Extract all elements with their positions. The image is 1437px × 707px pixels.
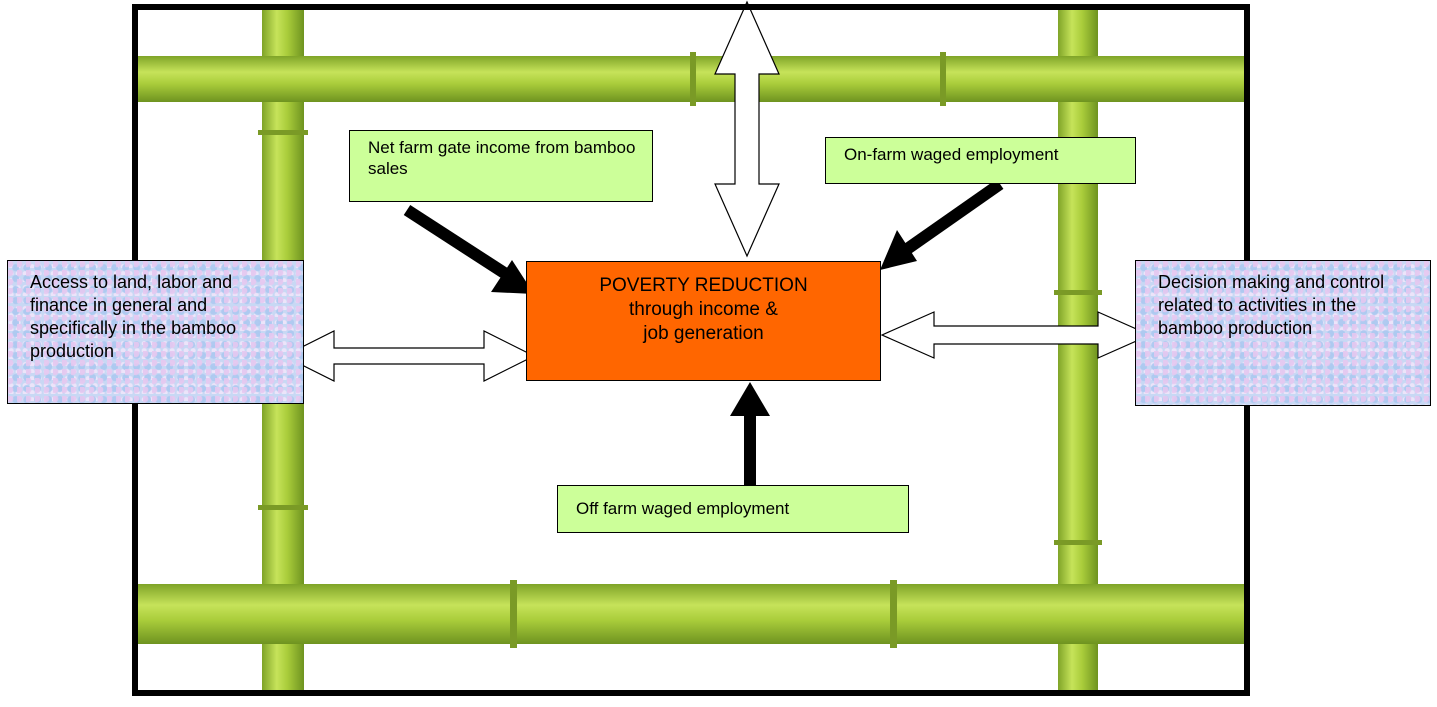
bamboo-node (890, 580, 897, 648)
bamboo-node (940, 52, 946, 106)
bamboo-node (1054, 290, 1102, 295)
box-off-farm-employment: Off farm waged employment (557, 485, 909, 533)
double-arrow-vertical (714, 0, 780, 258)
bamboo-node (1054, 540, 1102, 545)
bamboo-node (690, 52, 696, 106)
central-title: POVERTY REDUCTION (599, 275, 808, 296)
central-subtitle-1: through income & (629, 299, 778, 320)
bamboo-node (258, 505, 308, 510)
box-net-farm-income-text: Net farm gate income from bamboo sales (368, 138, 636, 178)
bamboo-node (258, 130, 308, 135)
box-decision-text: Decision making and control related to a… (1158, 272, 1385, 338)
arrow-head (491, 260, 534, 294)
arrow-on-farm-to-center (880, 179, 1004, 270)
bamboo-nodes (258, 52, 1102, 648)
bamboo-stalk-bottom (138, 584, 1244, 644)
bamboo-background (138, 10, 1244, 690)
bamboo-node (510, 580, 517, 648)
box-on-farm-employment: On-farm waged employment (825, 137, 1136, 184)
box-decision: Decision making and control related to a… (1135, 260, 1431, 406)
arrow-shaft (403, 204, 516, 284)
double-arrow-left (282, 330, 536, 382)
central-subtitle-2: job generation (643, 323, 764, 344)
double-arrow-right (880, 311, 1152, 359)
arrow-off-farm-to-center (730, 382, 770, 486)
arrow-net-income-to-center (403, 204, 534, 294)
box-net-farm-income: Net farm gate income from bamboo sales (349, 130, 653, 202)
box-access: Access to land, labor and finance in gen… (7, 260, 304, 404)
box-access-text: Access to land, labor and finance in gen… (30, 272, 237, 361)
arrow-shaft (896, 179, 1004, 259)
box-on-farm-employment-text: On-farm waged employment (844, 145, 1059, 164)
central-poverty-reduction: POVERTY REDUCTION through income & job g… (526, 261, 881, 381)
bamboo-stalk-right (1058, 10, 1098, 690)
box-off-farm-employment-text: Off farm waged employment (576, 499, 790, 518)
arrow-head (880, 230, 917, 270)
arrow-head (730, 382, 770, 416)
